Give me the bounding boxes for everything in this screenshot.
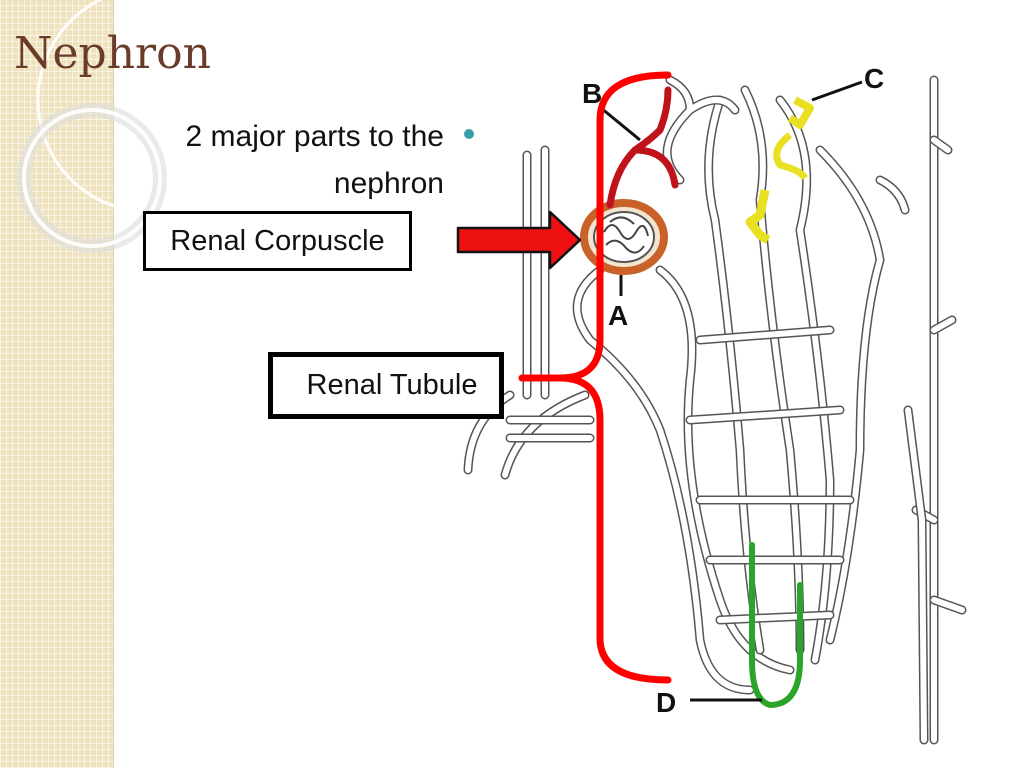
deco-circle-small-inner bbox=[22, 108, 162, 248]
renal-tubule-label: Renal Tubule bbox=[268, 352, 504, 419]
page-title: Nephron bbox=[14, 28, 211, 79]
marker-b: B bbox=[582, 78, 602, 109]
left-vessels bbox=[463, 145, 595, 480]
renal-corpuscle-label: Renal Corpuscle bbox=[143, 211, 412, 271]
loop-of-henle-d bbox=[690, 542, 803, 709]
distal-tubule-c bbox=[745, 80, 863, 244]
arteriole-b bbox=[600, 86, 679, 209]
bullet-text: 2 major parts to the nephron bbox=[185, 120, 444, 200]
red-arrow bbox=[456, 210, 582, 270]
marker-c: C bbox=[864, 63, 884, 94]
renal-corpuscle-glomerulus bbox=[580, 199, 668, 296]
tubule-network bbox=[572, 75, 910, 695]
collecting-duct bbox=[903, 75, 967, 745]
red-bracket bbox=[518, 71, 672, 684]
marker-a: A bbox=[608, 300, 628, 331]
bullet-dot bbox=[464, 129, 474, 139]
marker-d: D bbox=[656, 687, 676, 718]
